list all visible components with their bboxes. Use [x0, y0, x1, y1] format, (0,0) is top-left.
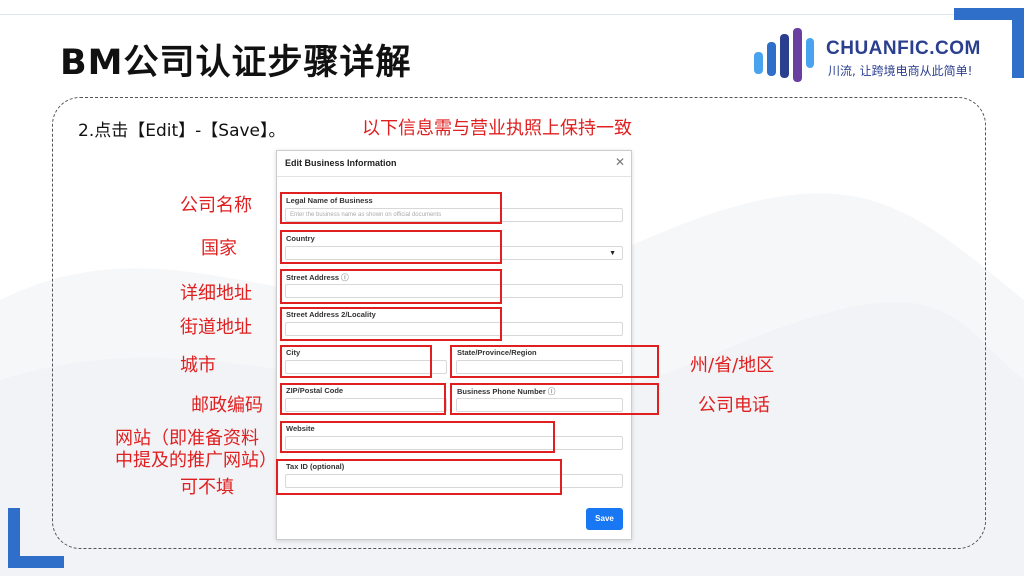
field-label-street2: Street Address 2/Locality — [286, 310, 376, 319]
field-label-tax: Tax ID (optional) — [286, 462, 345, 471]
highlight-city — [280, 345, 432, 378]
dialog-divider — [277, 176, 631, 177]
country-select[interactable]: ▼ — [285, 246, 623, 260]
save-button[interactable]: Save — [586, 508, 623, 530]
highlight-website — [280, 421, 555, 453]
highlight-country — [280, 230, 502, 264]
chevron-down-icon: ▼ — [609, 250, 616, 257]
content-frame — [52, 97, 986, 549]
website-input[interactable] — [285, 436, 623, 450]
field-label-website: Website — [286, 424, 315, 433]
state-input[interactable] — [456, 360, 623, 374]
top-divider — [0, 14, 960, 15]
logo-name: CHUANFIC.COM — [826, 38, 981, 59]
label-street: 详细地址 — [180, 283, 252, 304]
bar-logo-icon — [754, 28, 814, 82]
close-icon[interactable]: ✕ — [615, 155, 626, 169]
zip-input[interactable] — [285, 398, 447, 412]
highlight-zip — [280, 383, 446, 415]
field-label-city: City — [286, 348, 301, 357]
label-city: 城市 — [180, 355, 216, 376]
tax-input[interactable] — [285, 474, 623, 488]
label-state: 州/省/地区 — [690, 355, 775, 376]
label-website-line1: 网站（即准备资料 — [115, 428, 259, 449]
highlight-state — [450, 345, 659, 378]
field-label-street: Street Address ⓘ — [286, 273, 349, 282]
city-input[interactable] — [285, 360, 447, 374]
slide-title: BM公司认证步骤详解 — [60, 43, 412, 83]
highlight-tax — [276, 459, 562, 495]
corner-decoration-top-right — [954, 8, 1024, 78]
label-website-line2: 中提及的推广网站） — [115, 450, 277, 471]
field-label-state: State/Province/Region — [457, 348, 537, 357]
field-label-country: Country — [286, 234, 315, 243]
label-street2: 街道地址 — [180, 317, 252, 338]
info-icon: ⓘ — [341, 273, 349, 282]
highlight-street — [280, 269, 502, 304]
highlight-street2 — [280, 307, 502, 341]
label-company-name: 公司名称 — [180, 195, 252, 216]
field-label-legal-name: Legal Name of Business — [286, 196, 373, 205]
step-instruction: 2.点击【Edit】-【Save】。 — [78, 121, 286, 141]
highlight-legal-name — [280, 192, 502, 224]
label-country: 国家 — [201, 238, 237, 259]
consistency-note: 以下信息需与营业执照上保持一致 — [362, 118, 632, 139]
street-input[interactable] — [285, 284, 623, 298]
highlight-phone — [450, 383, 659, 415]
phone-input[interactable] — [456, 398, 623, 412]
corner-decoration-bottom-left — [8, 508, 64, 568]
logo-tagline: 川流, 让跨境电商从此简单! — [828, 64, 973, 78]
legal-name-input[interactable]: Enter the business name as shown on offi… — [285, 208, 623, 222]
label-phone: 公司电话 — [698, 395, 770, 416]
dialog-title: Edit Business Information — [285, 158, 397, 168]
field-label-phone: Business Phone Number ⓘ — [457, 387, 556, 396]
street2-input[interactable] — [285, 322, 623, 336]
info-icon: ⓘ — [547, 387, 556, 396]
field-label-zip: ZIP/Postal Code — [286, 386, 344, 395]
label-tax: 可不填 — [180, 477, 234, 498]
label-zip: 邮政编码 — [191, 395, 263, 416]
